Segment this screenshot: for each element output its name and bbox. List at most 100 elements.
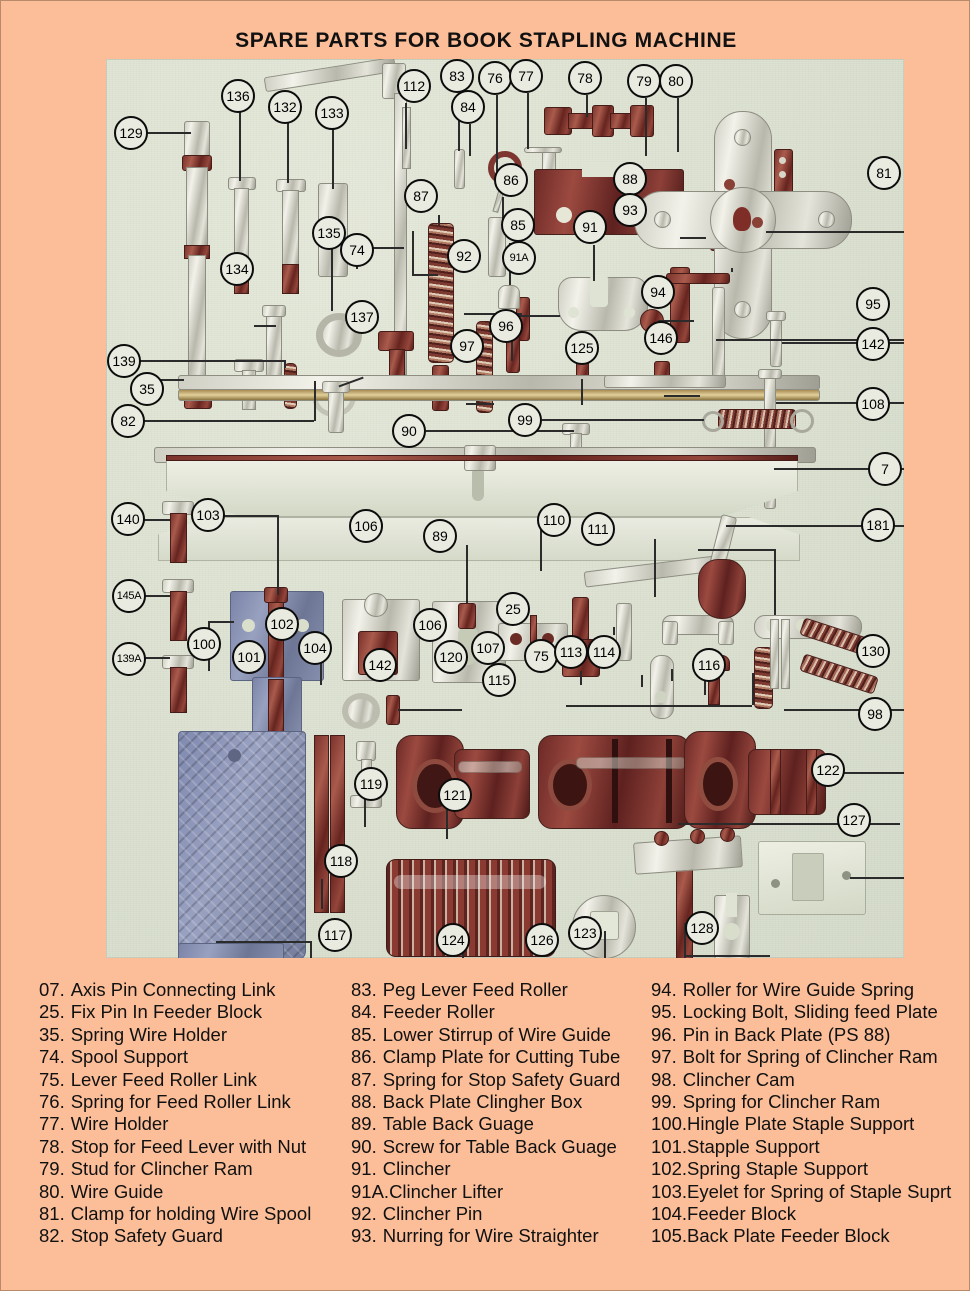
callout-81[interactable]: 81: [867, 156, 901, 190]
legend-item: 104.Feeder Block: [651, 1203, 970, 1225]
callout-84[interactable]: 84: [451, 90, 485, 124]
callout-114[interactable]: 114: [587, 635, 621, 669]
callout-116[interactable]: 116: [692, 648, 726, 682]
callout-93[interactable]: 93: [613, 193, 647, 227]
legend-item: 25.Fix Pin In Feeder Block: [39, 1001, 349, 1023]
callout-82[interactable]: 82: [111, 404, 145, 438]
leader-84: [469, 124, 471, 156]
leader-135: [331, 247, 333, 311]
leader-7: [774, 468, 904, 470]
callout-7[interactable]: 7: [868, 452, 902, 486]
callout-97[interactable]: 97: [450, 329, 484, 363]
part-115-slot-1: [612, 739, 618, 823]
callout-85[interactable]: 85: [501, 208, 535, 242]
callout-95[interactable]: 95: [856, 287, 890, 321]
legend-item: 90.Screw for Table Back Guage: [351, 1136, 651, 1158]
callout-139a[interactable]: 139A: [112, 642, 146, 676]
callout-104[interactable]: 104: [298, 631, 332, 665]
callout-120[interactable]: 120: [434, 640, 468, 674]
callout-102[interactable]: 102: [265, 607, 299, 641]
legend-item: 92.Clincher Pin: [351, 1203, 651, 1225]
callout-139[interactable]: 139: [107, 344, 141, 378]
callout-140[interactable]: 140: [111, 502, 145, 536]
callout-136[interactable]: 136: [221, 79, 255, 113]
leader-94: [658, 320, 694, 322]
callout-115[interactable]: 115: [482, 663, 516, 697]
leader-96: [511, 339, 513, 361]
callout-129[interactable]: 129: [114, 116, 148, 150]
callout-91a[interactable]: 91A: [502, 241, 536, 275]
callout-142[interactable]: 142: [363, 648, 397, 682]
callout-96[interactable]: 96: [489, 309, 523, 343]
legend-item: 102.Spring Staple Support: [651, 1158, 970, 1180]
callout-112[interactable]: 112: [397, 69, 431, 103]
leader-25: [613, 627, 615, 635]
callout-106[interactable]: 106: [349, 509, 383, 543]
callout-119[interactable]: 119: [354, 767, 388, 801]
callout-88[interactable]: 88: [613, 162, 647, 196]
callout-146[interactable]: 146: [644, 321, 678, 355]
callout-132[interactable]: 132: [268, 90, 302, 124]
callout-137[interactable]: 137: [345, 300, 379, 334]
callout-99[interactable]: 99: [508, 403, 542, 437]
part-129-rod: [188, 255, 206, 387]
callout-94[interactable]: 94: [641, 275, 675, 309]
callout-124[interactable]: 124: [436, 923, 470, 957]
callout-118[interactable]: 118: [324, 844, 358, 878]
callout-87[interactable]: 87: [404, 179, 438, 213]
callout-83[interactable]: 83: [440, 59, 474, 93]
callout-100[interactable]: 100: [187, 627, 221, 661]
callout-125[interactable]: 125: [565, 331, 599, 365]
leader-111v: [774, 549, 776, 615]
callout-127[interactable]: 127: [837, 803, 871, 837]
callout-106[interactable]: 106: [413, 608, 447, 642]
callout-111[interactable]: 111: [581, 512, 615, 546]
callout-107[interactable]: 107: [471, 631, 505, 665]
callout-98[interactable]: 98: [858, 697, 892, 731]
callout-130[interactable]: 130: [856, 634, 890, 668]
leader-132: [287, 121, 289, 183]
callout-117[interactable]: 117: [318, 918, 352, 952]
legend-item: 99.Spring for Clincher Ram: [651, 1091, 970, 1113]
legend-item-label: Stud for Clincher Ram: [70, 1158, 253, 1180]
callout-35[interactable]: 35: [130, 372, 164, 406]
callout-25[interactable]: 25: [496, 592, 530, 626]
part-132-tip: [282, 264, 299, 294]
part-115-bore: [548, 759, 592, 811]
callout-75[interactable]: 75: [524, 639, 558, 673]
callout-126[interactable]: 126: [525, 923, 559, 957]
callout-76[interactable]: 76: [478, 61, 512, 95]
callout-80[interactable]: 80: [659, 64, 693, 98]
callout-108[interactable]: 108: [856, 387, 890, 421]
legend-item: 94.Roller for Wire Guide Spring: [651, 979, 970, 1001]
callout-133[interactable]: 133: [315, 96, 349, 130]
callout-92[interactable]: 92: [447, 239, 481, 273]
legend-item-label: Spring for Clincher Ram: [682, 1091, 881, 1113]
callout-181[interactable]: 181: [861, 508, 895, 542]
callout-128[interactable]: 128: [685, 911, 719, 945]
callout-145a[interactable]: 145A: [112, 579, 146, 613]
callout-103[interactable]: 103: [191, 498, 225, 532]
callout-79[interactable]: 79: [627, 64, 661, 98]
callout-121[interactable]: 121: [438, 778, 472, 812]
callout-77[interactable]: 77: [509, 59, 543, 93]
legend-item-label: Clincher Cam: [682, 1068, 795, 1090]
callout-78[interactable]: 78: [568, 61, 602, 95]
callout-110[interactable]: 110: [537, 503, 571, 537]
legend-item-number: 99.: [651, 1091, 677, 1113]
callout-113[interactable]: 113: [554, 635, 588, 669]
part-95-bent-rod-top: [712, 287, 725, 385]
callout-123[interactable]: 123: [568, 916, 602, 950]
callout-74[interactable]: 74: [340, 233, 374, 267]
callout-122[interactable]: 122: [811, 753, 845, 787]
callout-91[interactable]: 91: [573, 210, 607, 244]
leader-115: [566, 705, 752, 707]
callout-134[interactable]: 134: [220, 252, 254, 286]
callout-86[interactable]: 86: [494, 163, 528, 197]
callout-101[interactable]: 101: [232, 640, 266, 674]
legend-item: 83.Peg Lever Feed Roller: [351, 979, 651, 1001]
part-127-window: [792, 853, 824, 901]
callout-89[interactable]: 89: [423, 519, 457, 553]
callout-142[interactable]: 142: [856, 327, 890, 361]
callout-90[interactable]: 90: [392, 414, 426, 448]
